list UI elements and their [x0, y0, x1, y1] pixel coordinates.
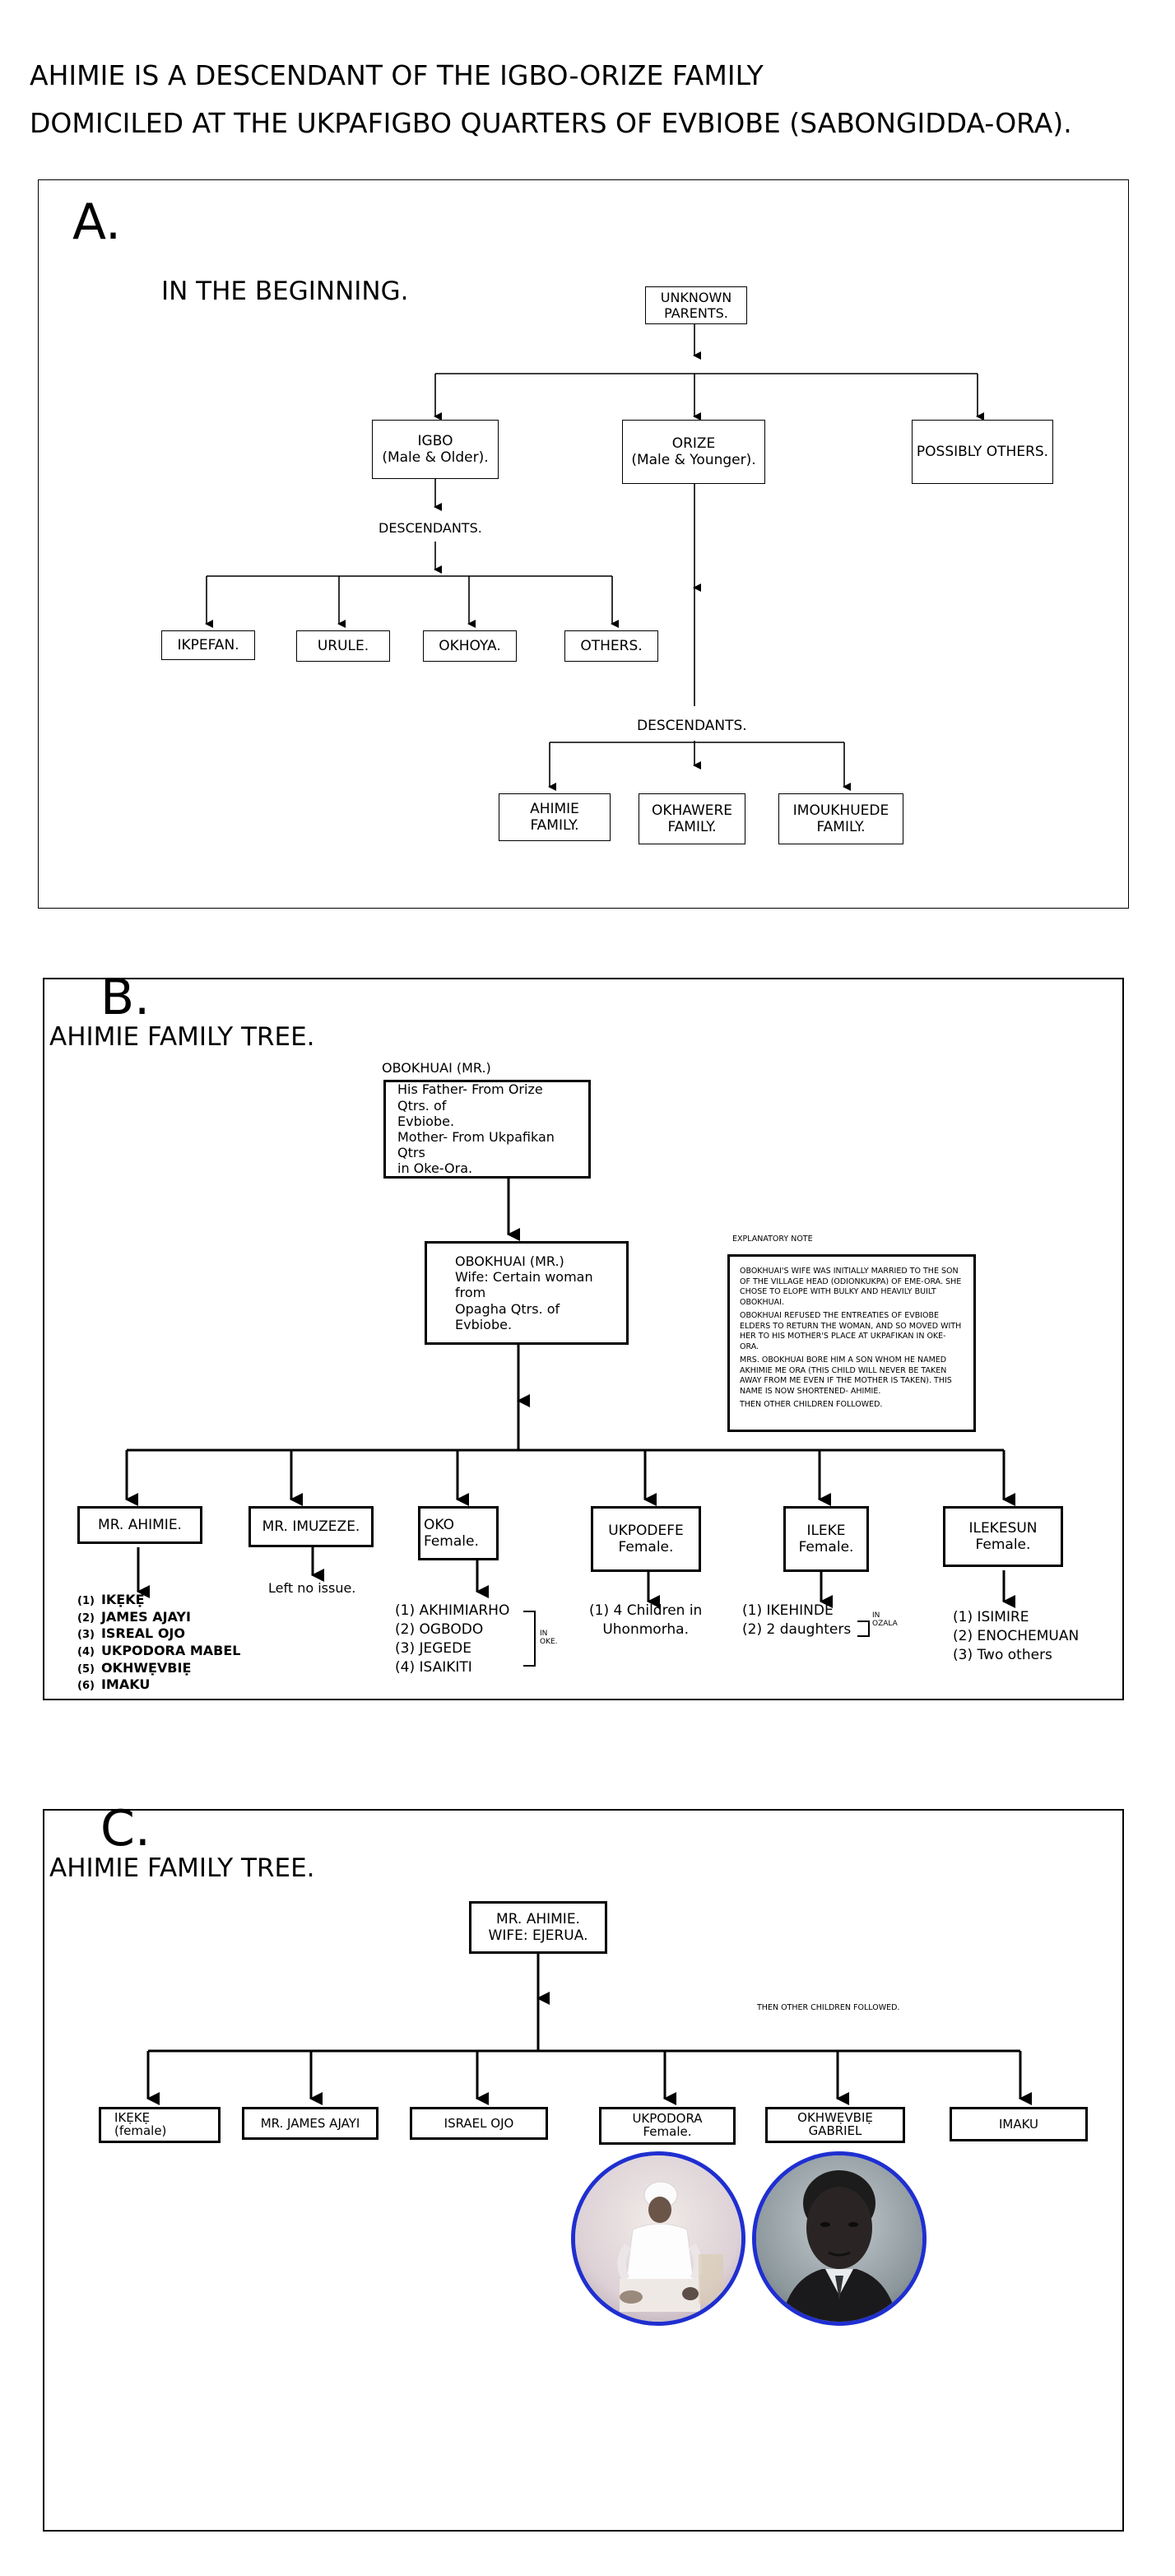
- list-item: (3)ISREAL OJO: [77, 1625, 185, 1642]
- father-box: OBOKHUAI (MR.) Wife: Certain woman from …: [425, 1241, 629, 1345]
- c-child-israel-ojo: ISRAEL OJO: [410, 2107, 548, 2140]
- list-item: (5)OKHWẸVBIẸ: [77, 1659, 192, 1676]
- section-b-border: [43, 978, 1124, 1700]
- child-ilekesun: ILEKESUN Female.: [943, 1506, 1063, 1567]
- header-line-1: AHIMIE IS A DESCENDANT OF THE IGBO-ORIZE…: [30, 59, 764, 91]
- ahimie-children-list: (1)IKẸKẸ (2)JAMES AJAYI (3)ISREAL OJO (4…: [77, 1592, 240, 1694]
- ileke-children-list: (1) IKEHINDE (2) 2 daughters: [742, 1602, 851, 1639]
- section-b-connectors: [125, 1179, 1015, 1667]
- c-child-ukpodora: UKPODORA Female.: [599, 2107, 736, 2145]
- orize-box: ORIZE (Male & Younger).: [622, 420, 765, 484]
- section-b-letter: B.: [100, 969, 151, 1026]
- c-child-okhwevbie-gabriel: OKHWẸVBIẸ GABRIEL: [765, 2107, 905, 2143]
- explanatory-note-label: EXPLANATORY NOTE: [732, 1235, 813, 1244]
- c-child-imaku: IMAKU: [950, 2107, 1088, 2141]
- section-b-title: AHIMIE FAMILY TREE.: [49, 1022, 315, 1052]
- igbo-child-ikpefan: IKPEFAN.: [161, 630, 255, 660]
- child-mr-imuzeze: MR. IMUZEZE.: [248, 1506, 374, 1547]
- child-ileke: ILEKE Female.: [783, 1506, 869, 1572]
- section-a-letter: A.: [72, 193, 122, 251]
- section-a-title: IN THE BEGINNING.: [161, 277, 409, 306]
- section-a-connectors: [205, 324, 984, 791]
- orize-descendants-label: DESCENDANTS.: [637, 718, 747, 734]
- section-c-note: THEN OTHER CHILDREN FOLLOWED.: [757, 2003, 900, 2012]
- igbo-box: IGBO (Male & Older).: [372, 420, 499, 479]
- orize-child-imoukhuede-family: IMOUKHUEDE FAMILY.: [778, 793, 903, 844]
- ilekesun-children-list: (1) ISIMIRE (2) ENOCHEMUAN (3) Two other…: [953, 1608, 1079, 1665]
- oko-children-list: (1) AKHIMIARHO (2) OGBODO (3) JEGEDE (4)…: [395, 1602, 509, 1677]
- list-item: (1) ISIMIRE: [953, 1609, 1029, 1625]
- section-a-border: [38, 179, 1129, 909]
- ukpodora-portrait-photo: [571, 2151, 745, 2326]
- igbo-child-others: OTHERS.: [564, 630, 658, 662]
- section-c-border: [43, 1809, 1124, 2532]
- woman-portrait-image: [575, 2155, 741, 2322]
- note-paragraph-2: OBOKHUAI REFUSED THE ENTREATIES OF EVBIO…: [740, 1311, 962, 1351]
- ileke-bracket-note: IN OZALA: [872, 1611, 898, 1628]
- possibly-others-box: POSSIBLY OTHERS.: [912, 420, 1053, 484]
- section-c-title: AHIMIE FAMILY TREE.: [49, 1853, 315, 1883]
- section-c-connectors: [146, 1954, 1032, 2105]
- note-paragraph-3: MRS. OBOKHUAI BORE HIM A SON WHOM HE NAM…: [740, 1355, 952, 1396]
- igbo-child-urule: URULE.: [296, 630, 390, 662]
- section-a-panel: A. IN THE BEGINNING.: [38, 179, 1129, 909]
- unknown-parents-box: UNKNOWN PARENTS.: [645, 286, 747, 324]
- imuzeze-note: Left no issue.: [268, 1580, 356, 1596]
- list-item: (3) JEGEDE: [395, 1639, 471, 1657]
- list-item: (2) ENOCHEMUAN: [953, 1627, 1080, 1644]
- explanatory-note-box: OBOKHUAI'S WIFE WAS INITIALLY MARRIED TO…: [727, 1254, 976, 1432]
- list-item: (1)IKẸKẸ: [77, 1592, 145, 1607]
- section-c-letter: C.: [100, 1800, 151, 1858]
- orize-child-ahimie-family: AHIMIE FAMILY.: [499, 793, 611, 841]
- child-oko: OKO Female.: [418, 1506, 499, 1560]
- grandfather-box: His Father- From Orize Qtrs. of Evbiobe.…: [383, 1080, 591, 1179]
- root-mr-ahimie-box: MR. AHIMIE. WIFE: EJERUA.: [469, 1901, 607, 1954]
- list-item: (6)IMAKU: [77, 1676, 151, 1693]
- list-item: (2)JAMES AJAYI: [77, 1608, 191, 1625]
- list-item: (1) AKHIMIARHO: [395, 1602, 510, 1619]
- c-child-james-ajayi: MR. JAMES AJAYI: [242, 2107, 379, 2140]
- ukpodefe-children: (1) 4 Children in Uhonmorha.: [589, 1602, 703, 1638]
- section-b-panel: B. AHIMIE FAMILY TREE. OBOKHUAI (MR.): [43, 973, 1124, 1700]
- note-paragraph-4: THEN OTHER CHILDREN FOLLOWED.: [740, 1400, 883, 1410]
- igbo-child-okhoya: OKHOYA.: [423, 630, 517, 662]
- list-item: (4)UKPODORA MABEL: [77, 1642, 241, 1658]
- child-ukpodefe: UKPODEFE Female.: [591, 1506, 701, 1572]
- list-item: (3) Two others: [953, 1646, 1052, 1663]
- note-paragraph-1: OBOKHUAI'S WIFE WAS INITIALLY MARRIED TO…: [740, 1267, 962, 1307]
- section-c-panel: C. AHIMIE FAMILY TREE. MR. AHIMIE. WIFE:…: [43, 1804, 1124, 2532]
- list-item: (1) IKEHINDE: [742, 1602, 834, 1619]
- c-child-ikeke: IKẸKẸ (female): [99, 2107, 221, 2143]
- okhwevbie-gabriel-portrait-photo: [752, 2151, 927, 2326]
- list-item: (4) ISAIKITI: [395, 1658, 472, 1676]
- man-portrait-image: [756, 2155, 922, 2322]
- orize-child-okhawere-family: OKHAWERE FAMILY.: [639, 793, 745, 844]
- igbo-descendants-label: DESCENDANTS.: [379, 520, 482, 536]
- header-line-2: DOMICILED AT THE UKPAFIGBO QUARTERS OF E…: [30, 107, 1072, 139]
- list-item: (2) OGBODO: [395, 1620, 484, 1638]
- list-item: (2) 2 daughters: [742, 1620, 852, 1638]
- oko-bracket-note: IN OKE.: [540, 1630, 558, 1646]
- child-mr-ahimie: MR. AHIMIE.: [77, 1506, 202, 1544]
- grandfather-label: OBOKHUAI (MR.): [382, 1060, 491, 1076]
